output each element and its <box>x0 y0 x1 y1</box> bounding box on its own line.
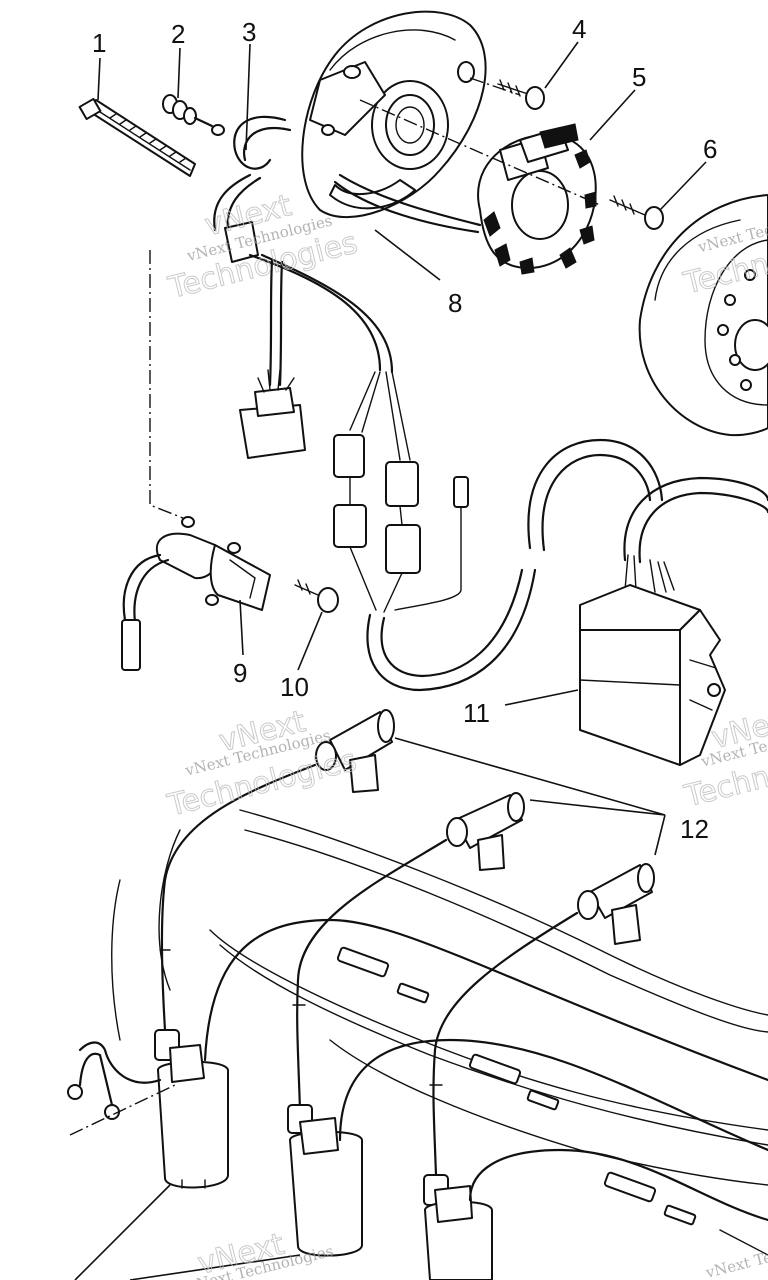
alignment-line-top <box>469 77 521 96</box>
pickup-sensor-part-9 <box>121 516 271 671</box>
callout-4: 4 <box>572 14 586 44</box>
harness-connectors <box>239 253 469 613</box>
cdi-box-part-11 <box>579 584 726 766</box>
callout-1: 1 <box>92 28 106 58</box>
alignment-line-left <box>149 250 189 521</box>
spark-plug-caps-part-12 <box>159 709 666 1177</box>
callout-6: 6 <box>703 134 717 164</box>
flywheel <box>638 194 768 437</box>
screw-part-10 <box>294 579 339 613</box>
screw-part-4 <box>497 79 545 110</box>
callout-8: 8 <box>448 288 462 318</box>
callout-9: 9 <box>233 658 247 688</box>
ignition-coils <box>67 918 768 1280</box>
cable-tie-part-1 <box>78 97 196 177</box>
cdi-wire-loop <box>366 438 768 692</box>
spark-plugs <box>336 946 768 1256</box>
callout-10: 10 <box>280 672 309 702</box>
callout-12: 12 <box>680 814 709 844</box>
stator-coil-part-5 <box>477 123 597 275</box>
engine-outline <box>111 809 768 1186</box>
alignment-line-mid <box>359 99 601 206</box>
callout-2: 2 <box>171 19 185 49</box>
callout-11: 11 <box>463 698 490 728</box>
watermark-mid-left: vNext vNext Technologies Technologies <box>163 704 360 825</box>
screw-part-6 <box>609 195 664 230</box>
callout-leaders <box>97 41 707 706</box>
watermark-text: vNext Technologies <box>703 1228 768 1280</box>
stator-wire-harness <box>213 115 482 263</box>
screw-part-2 <box>162 94 225 136</box>
callout-5: 5 <box>632 62 646 92</box>
callout-3: 3 <box>242 17 256 47</box>
watermark-bottom-right: vNext Technologies <box>703 1228 768 1280</box>
